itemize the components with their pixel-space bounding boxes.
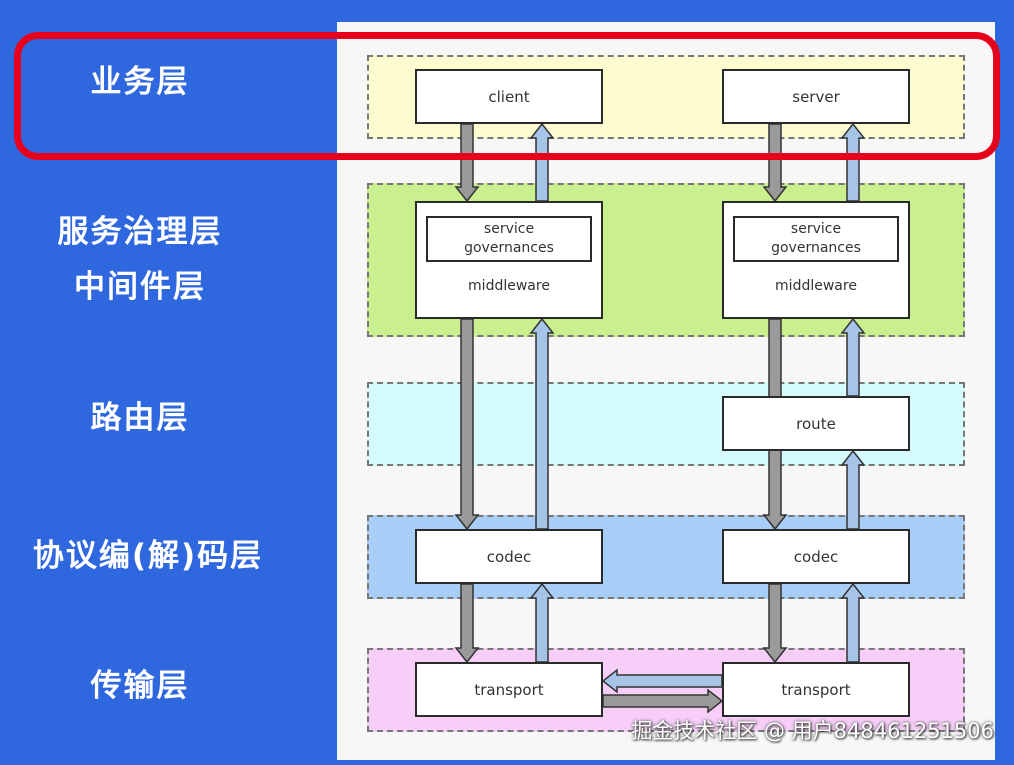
label-codec-layer: 协议编(解)码层 <box>32 538 264 574</box>
server-down-arrow-1 <box>762 123 788 203</box>
client-down-arrow-1 <box>454 123 480 203</box>
client-up-arrow-1 <box>529 122 555 202</box>
server-transport-box: transport <box>722 662 910 717</box>
server-up-arrow-2 <box>840 317 866 397</box>
client-transport-label: transport <box>474 680 544 699</box>
route-box: route <box>722 396 910 451</box>
server-service-governances: service governances <box>733 216 899 262</box>
client-service-label: service <box>483 221 535 237</box>
client-down-arrow-2 <box>454 318 480 531</box>
label-middleware-layer: 中间件层 <box>74 269 206 305</box>
server-codec-box: codec <box>722 529 910 584</box>
client-codec-box: codec <box>415 529 603 584</box>
client-down-arrow-3 <box>454 583 480 664</box>
client-middleware-box: service governances middleware <box>415 201 603 319</box>
client-up-arrow-3 <box>529 582 555 663</box>
server-middleware-label: middleware <box>775 278 857 294</box>
business-layer-highlight <box>14 32 1000 160</box>
client-codec-label: codec <box>486 547 532 566</box>
client-transport-box: transport <box>415 662 603 717</box>
server-governances-label: governances <box>771 240 861 256</box>
server-up-arrow-1 <box>840 122 866 202</box>
client-label: client <box>488 87 530 106</box>
server-down-arrow-3 <box>762 583 788 664</box>
transport-arrow-to-client <box>601 668 723 694</box>
label-governance-layer: 服务治理层 <box>57 214 223 250</box>
server-up-arrow-4 <box>840 582 866 663</box>
server-transport-label: transport <box>781 680 851 699</box>
server-label: server <box>792 87 840 106</box>
transport-arrow-to-server <box>602 688 724 714</box>
server-box: server <box>722 69 910 124</box>
client-governances-label: governances <box>464 240 554 256</box>
client-up-arrow-2 <box>529 317 555 530</box>
server-up-arrow-3 <box>840 449 866 530</box>
server-codec-label: codec <box>793 547 839 566</box>
server-service-label: service <box>790 221 842 237</box>
client-middleware-label: middleware <box>468 278 550 294</box>
client-box: client <box>415 69 603 124</box>
route-label: route <box>796 414 836 433</box>
label-routing-layer: 路由层 <box>90 400 190 436</box>
server-middleware-box: service governances middleware <box>722 201 910 319</box>
label-business-layer: 业务层 <box>90 64 190 100</box>
watermark-text: 掘金技术社区 @ 用户848461251506 <box>631 719 994 743</box>
client-service-governances: service governances <box>426 216 592 262</box>
label-transport-layer: 传输层 <box>90 668 190 704</box>
